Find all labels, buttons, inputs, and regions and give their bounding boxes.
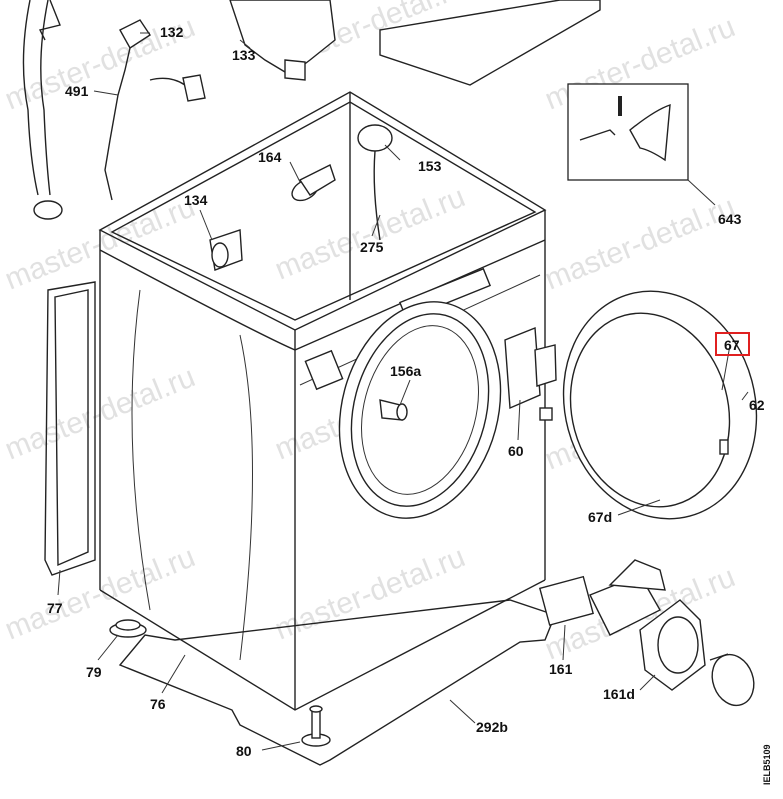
- label-part-80: 80: [236, 743, 252, 759]
- part-labels: 132 133 491 164 153 134 275 643 67 62 15…: [47, 24, 765, 759]
- label-part-62: 62: [749, 397, 765, 413]
- label-part-156a: 156a: [390, 363, 421, 379]
- label-part-161d: 161d: [603, 686, 635, 702]
- label-part-77: 77: [47, 600, 63, 616]
- watermark: master-detal.ru: [270, 540, 469, 646]
- label-part-164: 164: [258, 149, 282, 165]
- detail-inset-643: [567, 83, 716, 206]
- top-components: [22, 0, 601, 220]
- door-hinge: [504, 326, 557, 421]
- label-part-643: 643: [718, 211, 742, 227]
- label-part-132: 132: [160, 24, 184, 40]
- leader-lines: [57, 32, 749, 751]
- label-part-60: 60: [508, 443, 524, 459]
- watermark: master-detal.ru: [540, 190, 739, 296]
- label-part-67: 67: [724, 337, 740, 353]
- label-part-275: 275: [360, 239, 384, 255]
- base-plate: [118, 599, 556, 766]
- drum-opening: [338, 301, 502, 519]
- label-part-491: 491: [65, 83, 89, 99]
- label-part-292b: 292b: [476, 719, 508, 735]
- label-part-133: 133: [232, 47, 256, 63]
- label-part-153: 153: [418, 158, 442, 174]
- sealing-frame: [44, 281, 96, 576]
- internal-fittings: [209, 124, 393, 271]
- feet: [109, 619, 331, 747]
- label-part-79: 79: [86, 664, 102, 680]
- label-part-67d: 67d: [588, 509, 612, 525]
- label-part-161: 161: [549, 661, 573, 677]
- door: [562, 290, 758, 520]
- label-part-134: 134: [184, 192, 208, 208]
- drain-pump-assembly: [538, 559, 755, 707]
- label-part-76: 76: [150, 696, 166, 712]
- highlight-box-67: [715, 332, 750, 356]
- drawing-code: IELB5109: [762, 744, 772, 785]
